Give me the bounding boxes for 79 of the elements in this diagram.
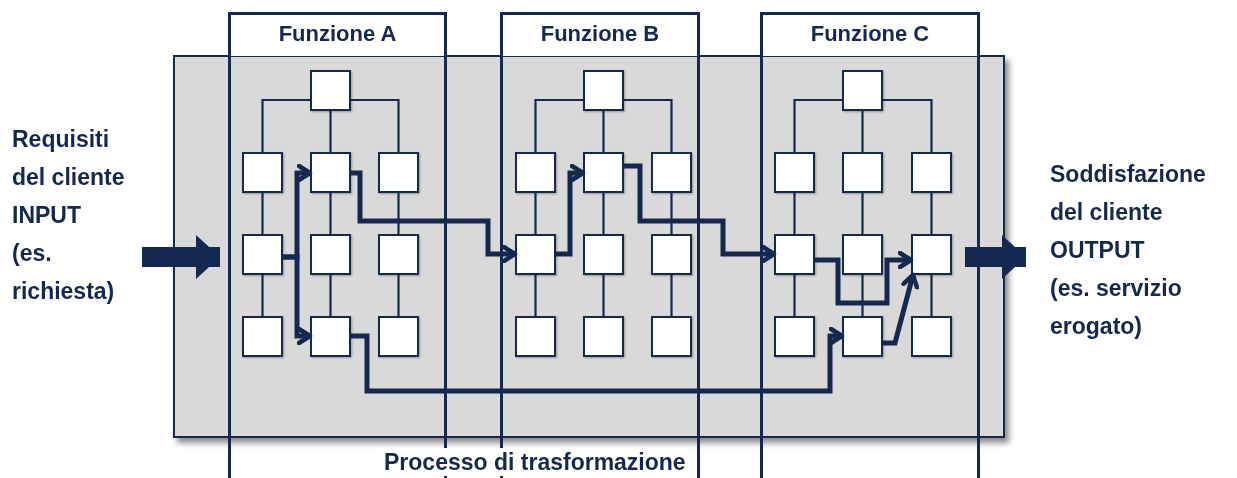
- process-step-box: [911, 234, 952, 275]
- io-description: Requisiti del cliente: [12, 125, 126, 192]
- connector-line: [930, 275, 933, 316]
- connector-line: [534, 275, 537, 316]
- flow-arrow: [815, 250, 914, 306]
- connector-line: [329, 275, 332, 316]
- flow-arrow: [883, 272, 920, 346]
- process-step-box: [774, 234, 815, 275]
- connector-line: [861, 275, 864, 316]
- process-caption: Processo di trasformazione: [382, 448, 688, 476]
- process-step-box: [651, 152, 692, 193]
- process-step-box: [842, 316, 883, 357]
- flow-arrow: [351, 170, 518, 264]
- io-description: INPUT: [12, 201, 82, 230]
- connector-line: [602, 193, 605, 234]
- process-step-box: [310, 152, 351, 193]
- connector-line: [793, 275, 796, 316]
- process-step-box: [310, 70, 351, 111]
- connector-line: [670, 275, 673, 316]
- connector-line: [329, 111, 332, 152]
- function-heading: Funzione C: [809, 20, 931, 48]
- process-step-box: [842, 234, 883, 275]
- process-step-box: [378, 316, 419, 357]
- block-arrow: [965, 235, 1026, 279]
- connector-line: [861, 111, 864, 152]
- block-arrow: [142, 235, 220, 279]
- function-column: [228, 12, 447, 56]
- process-step-box: [911, 152, 952, 193]
- io-description: OUTPUT: [1050, 236, 1146, 265]
- process-step-box: [842, 152, 883, 193]
- process-step-box: [583, 70, 624, 111]
- connector-line: [793, 98, 842, 152]
- process-step-box: [242, 234, 283, 275]
- process-step-box: [651, 234, 692, 275]
- process-step-box: [378, 152, 419, 193]
- connector-line: [534, 98, 583, 152]
- connector-line: [624, 98, 673, 152]
- connector-line: [793, 193, 796, 234]
- connector-line: [670, 193, 673, 234]
- connector-line: [883, 98, 933, 152]
- connector-line: [602, 275, 605, 316]
- process-step-box: [583, 152, 624, 193]
- io-description: Soddisfazione del cliente: [1050, 160, 1207, 227]
- connector-line: [397, 193, 400, 234]
- process-step-box: [583, 316, 624, 357]
- connector-line: [397, 275, 400, 316]
- flow-arrow: [556, 163, 586, 257]
- io-description: (es. servizio erogato): [1050, 274, 1183, 341]
- process-step-box: [651, 316, 692, 357]
- process-step-box: [242, 316, 283, 357]
- flow-arrow: [351, 326, 845, 394]
- process-step-box: [242, 152, 283, 193]
- process-step-box: [310, 316, 351, 357]
- io-description: (es. richiesta): [12, 239, 116, 306]
- connector-line: [261, 275, 264, 316]
- connector-line: [534, 193, 537, 234]
- connector-line: [602, 111, 605, 152]
- process-step-box: [774, 152, 815, 193]
- process-step-box: [515, 234, 556, 275]
- connector-line: [261, 193, 264, 234]
- process-step-box: [310, 234, 351, 275]
- process-step-box: [842, 70, 883, 111]
- connector-line: [329, 193, 332, 234]
- flow-arrow: [624, 163, 777, 264]
- process-step-box: [515, 152, 556, 193]
- process-step-box: [378, 234, 419, 275]
- connector-line: [351, 98, 400, 152]
- process-step-box: [583, 234, 624, 275]
- connector-line: [261, 98, 310, 152]
- function-heading: Funzione B: [539, 20, 661, 48]
- flow-arrow: [283, 254, 313, 346]
- function-column: [760, 12, 980, 56]
- function-heading: Funzione A: [277, 20, 398, 48]
- connector-line: [861, 193, 864, 234]
- process-step-box: [911, 316, 952, 357]
- process-step-box: [515, 316, 556, 357]
- connector-line: [930, 193, 933, 234]
- function-column: [500, 12, 700, 56]
- process-step-box: [774, 316, 815, 357]
